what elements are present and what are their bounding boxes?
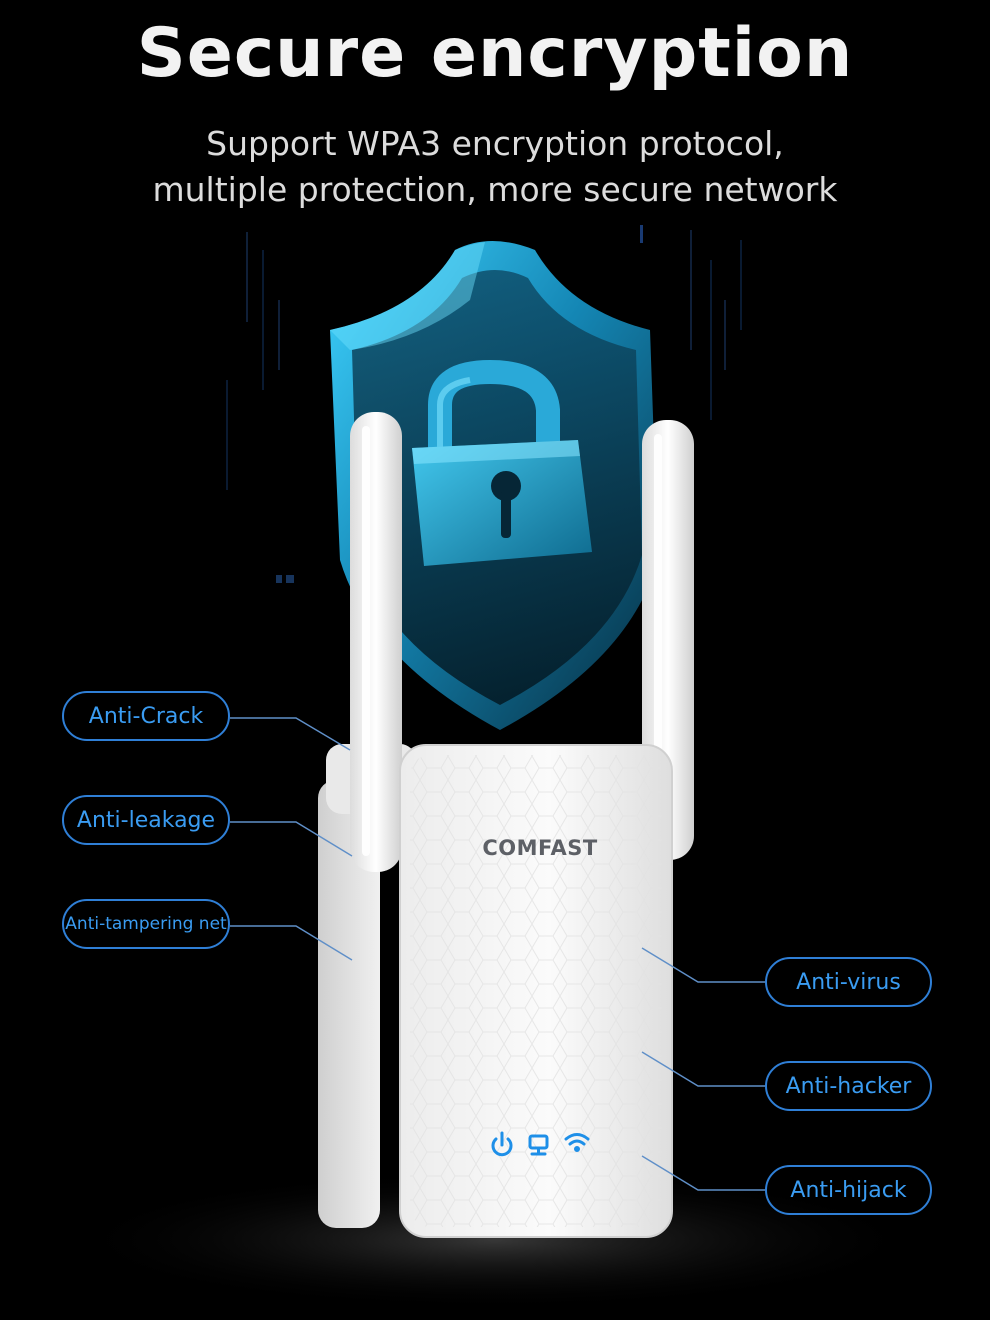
floor-glow bbox=[65, 1170, 925, 1310]
brand-logo: COMFAST bbox=[482, 836, 598, 860]
feature-label-anti-virus: Anti-virus bbox=[765, 957, 932, 1007]
feature-label-anti-hijack: Anti-hijack bbox=[765, 1165, 932, 1215]
data-rain-lines bbox=[226, 225, 742, 583]
feature-label-anti-leakage: Anti-leakage bbox=[62, 795, 230, 845]
padlock-icon bbox=[412, 359, 592, 566]
feature-label-anti-crack: Anti-Crack bbox=[62, 691, 230, 741]
left-antenna bbox=[350, 412, 402, 872]
page-title: Secure encryption bbox=[136, 14, 854, 93]
subtitle-line-2: multiple protection, more secure network bbox=[152, 170, 838, 209]
subtitle-line-1: Support WPA3 encryption protocol, bbox=[206, 124, 784, 163]
device-front-panel bbox=[399, 744, 673, 1238]
power-icon bbox=[491, 1131, 513, 1157]
wifi-icon bbox=[564, 1133, 590, 1152]
lan-icon bbox=[528, 1134, 549, 1156]
feature-label-anti-tampering: Anti-tampering net bbox=[62, 899, 230, 949]
device-side-panel bbox=[318, 780, 380, 1228]
feature-label-anti-hacker: Anti-hacker bbox=[765, 1061, 932, 1111]
connector-lines bbox=[230, 717, 765, 1191]
